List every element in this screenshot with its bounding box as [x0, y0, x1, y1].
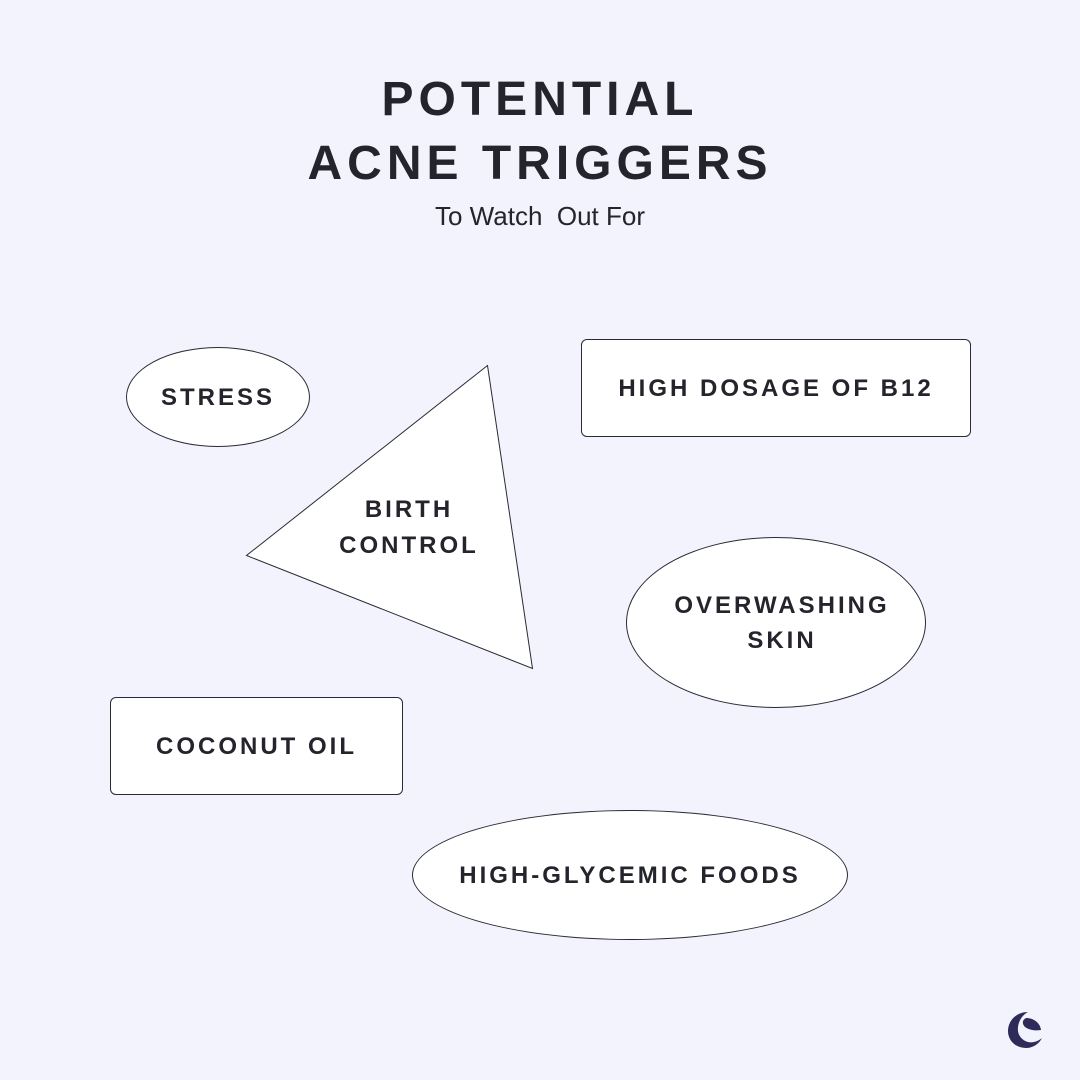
- trigger-stress: STRESS: [126, 347, 310, 447]
- trigger-overwashing-line-2: SKIN: [747, 626, 817, 654]
- trigger-glycemic-label: HIGH-GLYCEMIC FOODS: [459, 861, 801, 889]
- trigger-b12: HIGH DOSAGE OF B12: [581, 339, 971, 437]
- trigger-birth-control: BIRTH CONTROL: [244, 364, 536, 672]
- trigger-stress-label: STRESS: [160, 383, 276, 411]
- trigger-birth-control-line-1: BIRTH: [364, 496, 454, 523]
- title-line-2: ACNE TRIGGERS: [307, 137, 773, 190]
- subtitle: To Watch Out For: [435, 201, 645, 231]
- title-line-1: POTENTIAL: [381, 73, 699, 126]
- trigger-birth-control-label: BIRTH CONTROL: [304, 492, 514, 564]
- brand-logo-icon: [1008, 1012, 1042, 1048]
- trigger-coconut-oil-label: COCONUT OIL: [156, 732, 357, 760]
- trigger-high-glycemic-foods: HIGH-GLYCEMIC FOODS: [412, 810, 848, 940]
- trigger-birth-control-line-2: CONTROL: [339, 532, 479, 559]
- trigger-b12-label: HIGH DOSAGE OF B12: [618, 374, 934, 402]
- trigger-overwashing-line-1: OVERWASHING: [674, 591, 890, 619]
- triangle-shape: [245, 364, 534, 670]
- trigger-overwashing-skin: OVERWASHING SKIN: [626, 537, 926, 708]
- trigger-coconut-oil: COCONUT OIL: [110, 697, 403, 795]
